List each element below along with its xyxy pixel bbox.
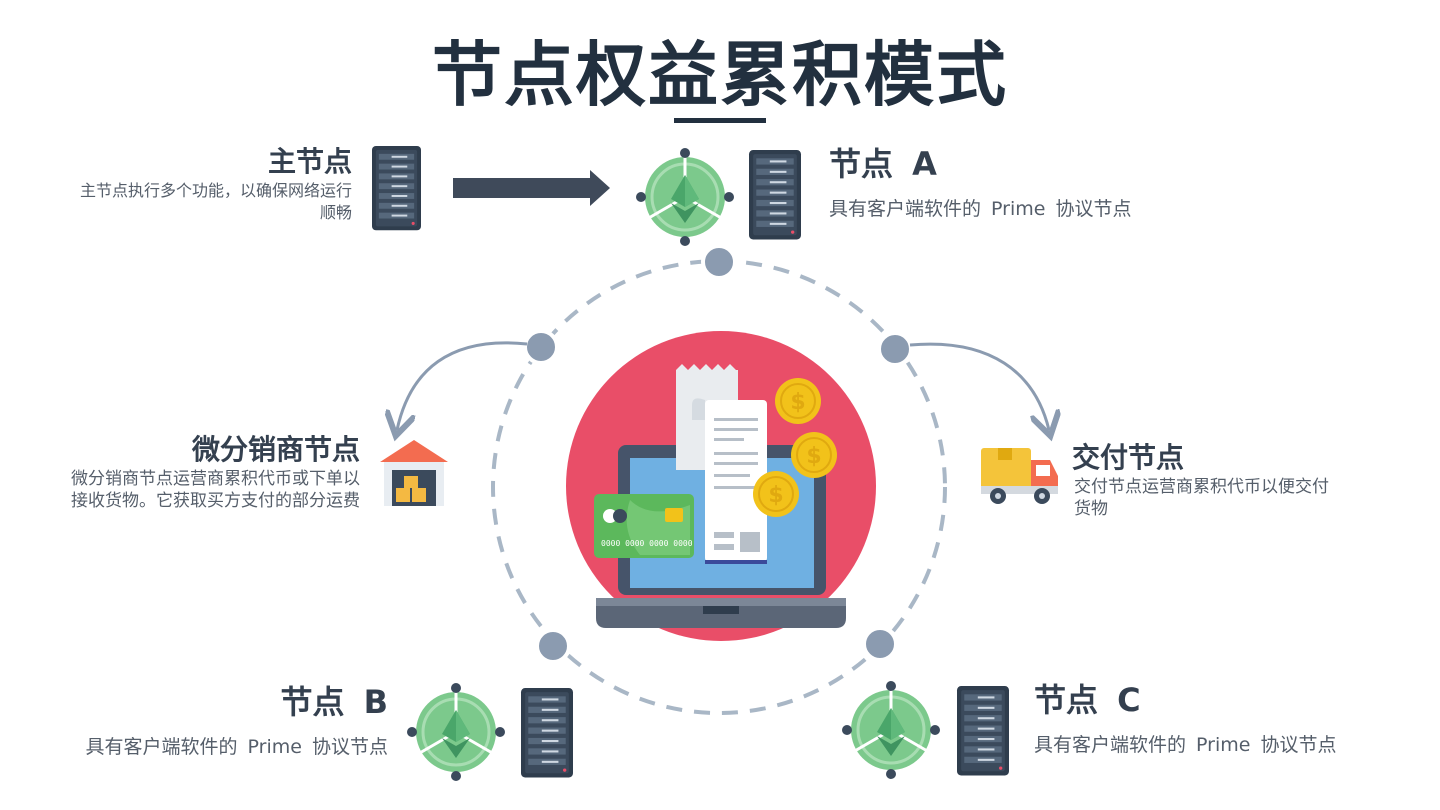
svg-text:$: $: [790, 390, 805, 415]
node-a-title: 节点 A: [829, 145, 937, 183]
page-title: 节点权益累积模式: [432, 34, 1008, 116]
title-underline: [674, 118, 766, 123]
svg-text:$: $: [806, 444, 821, 469]
receipt-icon: [676, 364, 767, 564]
ring-dot-right: [877, 331, 913, 367]
coin-icon: $ $ $: [753, 378, 837, 517]
ring-dots: [523, 244, 913, 664]
node-b-title: 节点 B: [280, 683, 388, 721]
delivery-node-title: 交付节点: [1072, 441, 1185, 474]
server-icon: [372, 146, 421, 231]
ring-dot-bottom-left: [535, 628, 571, 664]
svg-text:$: $: [768, 483, 783, 508]
laptop-payment-icon: 0000 0000 0000 0000 $ $ $: [566, 331, 876, 641]
main-node-desc: 主节点执行多个功能，以确保网络运行顺畅: [79, 181, 352, 222]
ring-dot-left: [523, 329, 559, 365]
card-number: 0000 0000 0000 0000: [601, 539, 693, 548]
delivery-node-desc: 交付节点运营商累积代币以便交付货物: [1074, 477, 1329, 519]
node-b-desc: 具有客户端软件的 Prime 协议节点: [85, 736, 389, 758]
warehouse-icon: [380, 440, 448, 506]
server-icon: [521, 688, 573, 778]
arrow-to-distributor: [397, 341, 528, 430]
ethereum-node-icon: [840, 679, 942, 781]
node-c-desc: 具有客户端软件的 Prime 协议节点: [1034, 734, 1337, 756]
node-a-desc: 具有客户端软件的 Prime 协议节点: [829, 198, 1132, 220]
main-node-title: 主节点: [267, 145, 352, 178]
credit-card-icon: 0000 0000 0000 0000: [594, 494, 694, 558]
arrow-to-delivery: [909, 342, 1049, 430]
server-icon: [749, 150, 801, 240]
distributor-node-desc: 微分销商节点运营商累积代币或下单以接收货物。它获取买方支付的部分运费: [71, 469, 360, 511]
server-icon: [957, 686, 1009, 776]
node-c-title: 节点 C: [1034, 681, 1141, 719]
ethereum-node-icon: [405, 681, 507, 783]
delivery-truck-icon: [981, 448, 1058, 504]
ring-dot-top: [701, 244, 737, 280]
ethereum-node-icon: [634, 146, 736, 248]
ring-dot-bottom-right: [862, 626, 898, 662]
distributor-node-title: 微分销商节点: [191, 433, 360, 466]
main-to-a-arrow: [453, 170, 610, 206]
